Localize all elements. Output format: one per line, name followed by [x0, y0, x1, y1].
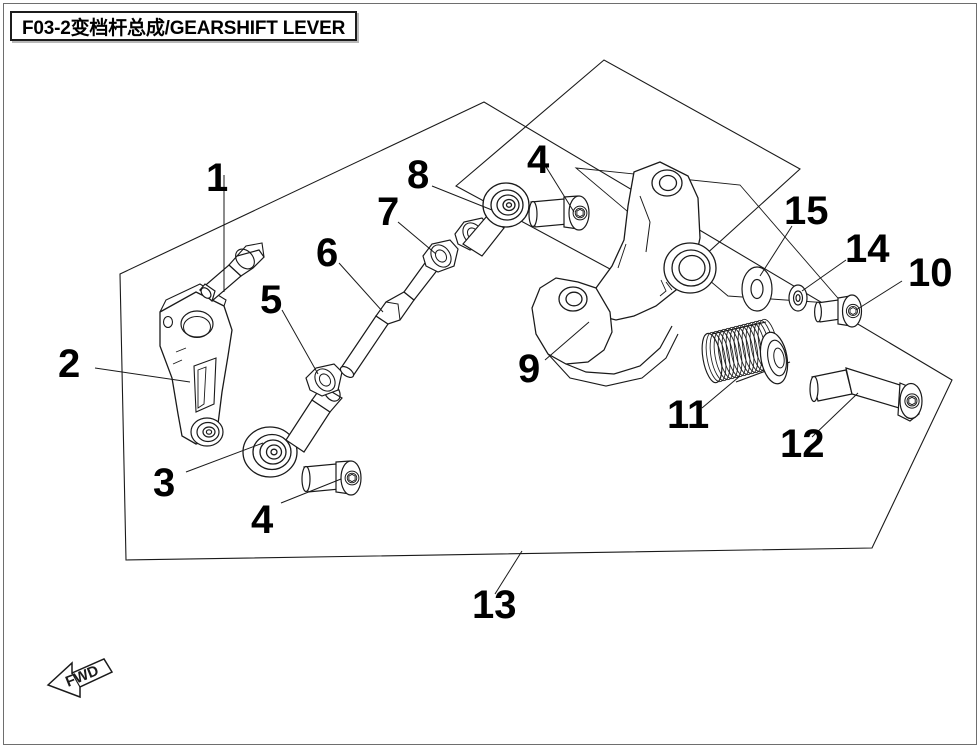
leader-11: [701, 375, 741, 409]
lever-lower-eye: [190, 417, 224, 447]
flat-washer-15: [741, 266, 773, 312]
diagram-title-box: F03-2变档杆总成/GEARSHIFT LEVER: [10, 11, 358, 41]
callout-6: 6: [316, 231, 339, 275]
callout-14: 14: [845, 227, 890, 271]
gearshift-lever-arm-2: [159, 283, 233, 445]
page-title: F03-2变档杆总成/GEARSHIFT LEVER: [22, 17, 346, 39]
flange-bolt-1: [199, 242, 265, 303]
leader-9: [544, 321, 590, 361]
button-head-bolt-10: [813, 294, 863, 328]
leader-4a: [542, 161, 575, 213]
callout-4-lower: 4: [251, 498, 274, 542]
leader-8: [431, 185, 493, 211]
leader-7: [397, 221, 437, 255]
leader-5: [281, 309, 319, 375]
leader-4b: [280, 478, 342, 504]
callout-10: 10: [908, 251, 953, 295]
callout-4-upper: 4: [527, 138, 550, 182]
ribbed-rubber-sleeve-11: [701, 318, 791, 385]
callout-8: 8: [407, 153, 430, 197]
callout-2: 2: [58, 342, 81, 386]
leader-10: [855, 280, 903, 311]
leader-6: [338, 262, 384, 313]
callout-7: 7: [377, 190, 400, 234]
socket-bolt-4-upper: [528, 195, 590, 231]
rod-end-bearing-8: [462, 182, 530, 257]
shoulder-bolt-12: [809, 367, 923, 422]
leader-14: [801, 259, 847, 292]
leader-15: [759, 225, 793, 277]
leader-3: [185, 442, 264, 473]
callout-13: 13: [472, 583, 517, 627]
callout-leader-lines: [94, 161, 903, 595]
socket-bolt-4-lower: [301, 460, 362, 496]
lock-nut-7: [422, 239, 459, 273]
shift-bracket-9: [531, 161, 717, 387]
spherical-bearing-3: [242, 426, 298, 478]
leader-12: [811, 392, 859, 438]
leader-13: [494, 550, 523, 595]
callout-12: 12: [780, 422, 825, 466]
adjuster-rod-6: [339, 253, 444, 379]
leader-2: [94, 367, 191, 383]
callout-1: 1: [206, 156, 229, 200]
callout-3: 3: [153, 461, 176, 505]
callout-15: 15: [784, 189, 829, 233]
callout-9: 9: [518, 347, 541, 391]
lock-nut-5: [305, 363, 343, 397]
flat-washer-14: [788, 284, 808, 312]
callout-11: 11: [667, 393, 710, 437]
fwd-direction-marker: FWD: [46, 658, 114, 699]
callout-5: 5: [260, 278, 283, 322]
